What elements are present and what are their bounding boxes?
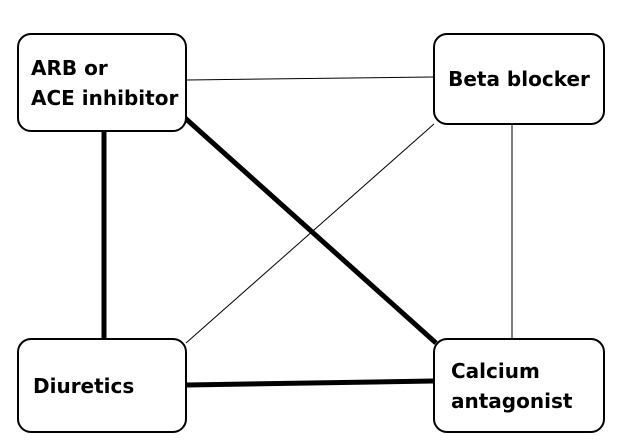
node-label-beta: Beta blocker xyxy=(448,67,590,91)
node-calcium-antagonist: Calcium antagonist xyxy=(433,338,605,433)
node-diuretics: Diuretics xyxy=(17,338,187,433)
edge-diuretics-calcium xyxy=(186,378,434,388)
node-arb-or-ace-inhibitor: ARB or ACE inhibitor xyxy=(17,33,187,132)
edge-arb-calcium xyxy=(183,116,438,345)
node-beta-blocker: Beta blocker xyxy=(433,33,605,125)
node-label-diuretics: Diuretics xyxy=(33,373,135,398)
node-label-calcium: Calcium antagonist xyxy=(451,358,573,413)
node-label-arb: ARB or ACE inhibitor xyxy=(31,55,179,110)
edge-arb-beta xyxy=(186,76,434,81)
edge-beta-diuretics xyxy=(185,123,435,344)
